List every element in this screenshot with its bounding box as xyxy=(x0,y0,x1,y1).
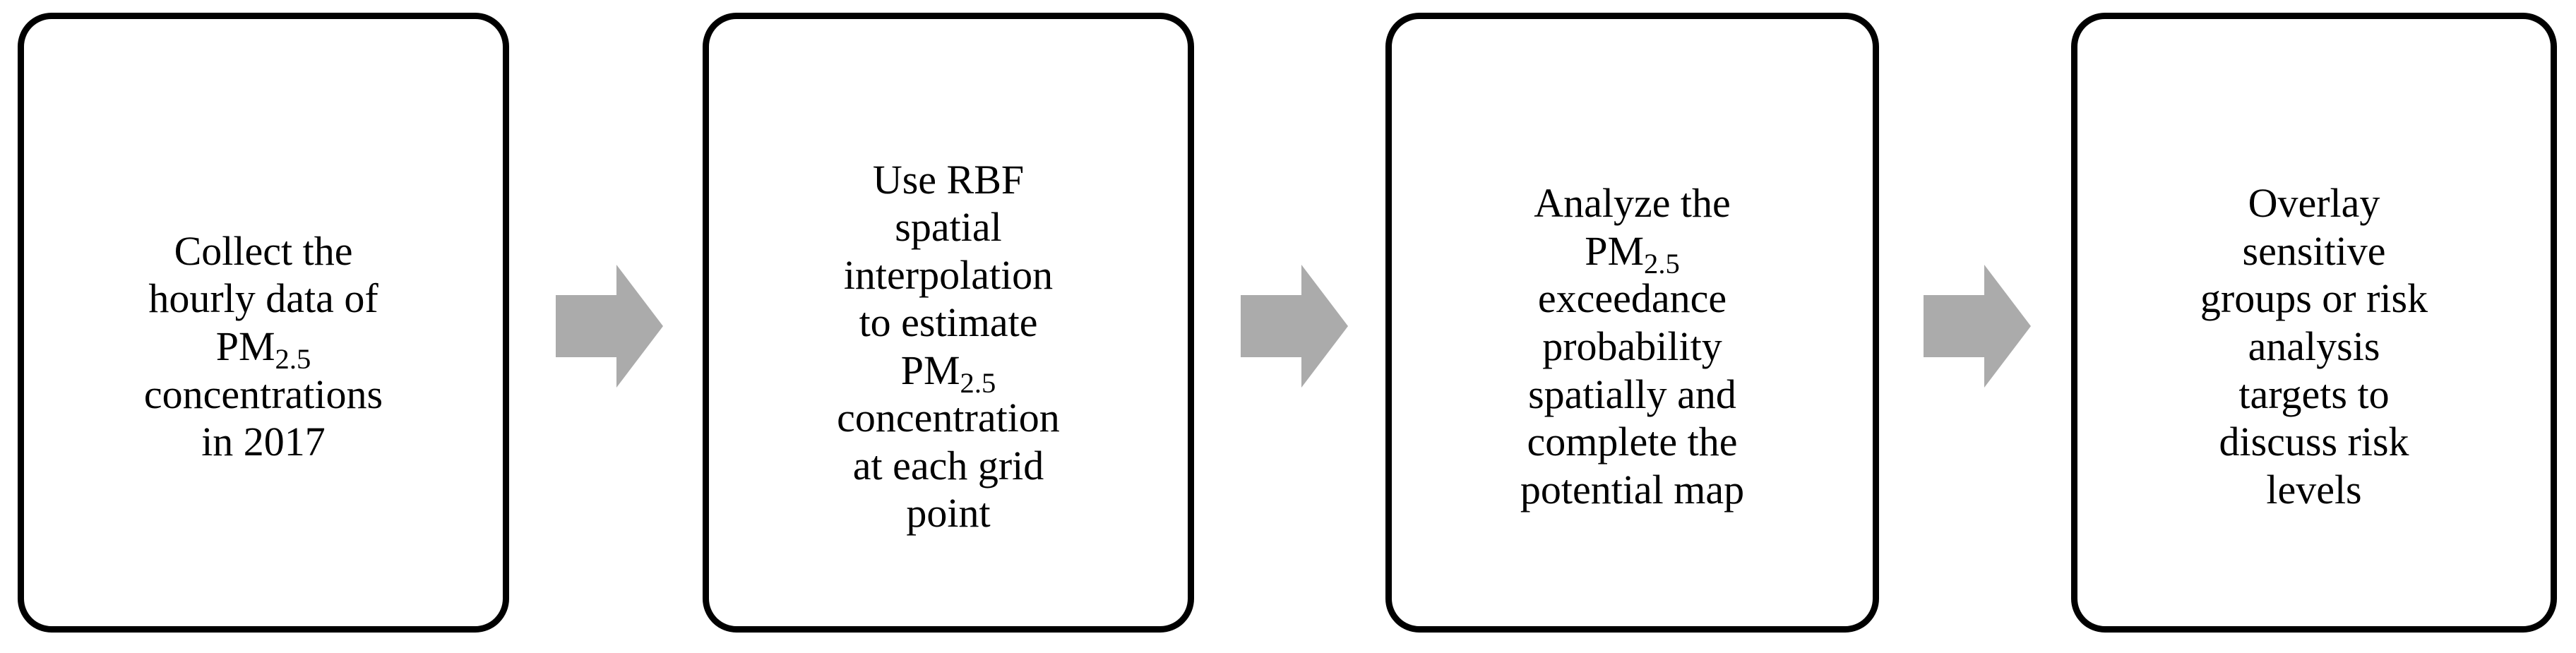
step-2-subscript: 2.5 xyxy=(960,366,996,399)
step-3-subscript: 2.5 xyxy=(1644,248,1680,280)
process-step-3-label: Analyze the PM2.5 exceedance probability… xyxy=(1392,132,1873,514)
arrow-right-icon-3 xyxy=(1924,265,2031,388)
process-step-1[interactable]: Collect the hourly data of PM2.5 concent… xyxy=(18,13,509,633)
process-step-4[interactable]: Overlay sensitive groups or risk analysi… xyxy=(2071,13,2557,633)
process-step-4-label: Overlay sensitive groups or risk analysi… xyxy=(2077,132,2551,514)
step-1-text-head: Collect the hourly data of PM xyxy=(148,227,378,369)
step-3-text-tail: exceedance probability spatially and com… xyxy=(1520,275,1745,513)
step-1-text-tail: concentrations in 2017 xyxy=(143,371,383,465)
step-2-text-head: Use RBF spatial interpolation to estimat… xyxy=(843,156,1054,393)
process-step-2-label: Use RBF spatial interpolation to estimat… xyxy=(709,108,1188,537)
step-1-subscript: 2.5 xyxy=(275,343,311,376)
step-3-text-head: Analyze the PM xyxy=(1534,180,1731,274)
step-4-text-head: Overlay sensitive groups or risk analysi… xyxy=(2200,180,2428,513)
arrow-right-icon-2 xyxy=(1241,265,1348,388)
process-step-3[interactable]: Analyze the PM2.5 exceedance probability… xyxy=(1385,13,1879,633)
step-2-text-tail: concentration at each grid point xyxy=(837,395,1060,537)
process-step-1-label: Collect the hourly data of PM2.5 concent… xyxy=(24,179,503,465)
process-step-2[interactable]: Use RBF spatial interpolation to estimat… xyxy=(703,13,1194,633)
arrow-right-icon-1 xyxy=(556,265,663,388)
